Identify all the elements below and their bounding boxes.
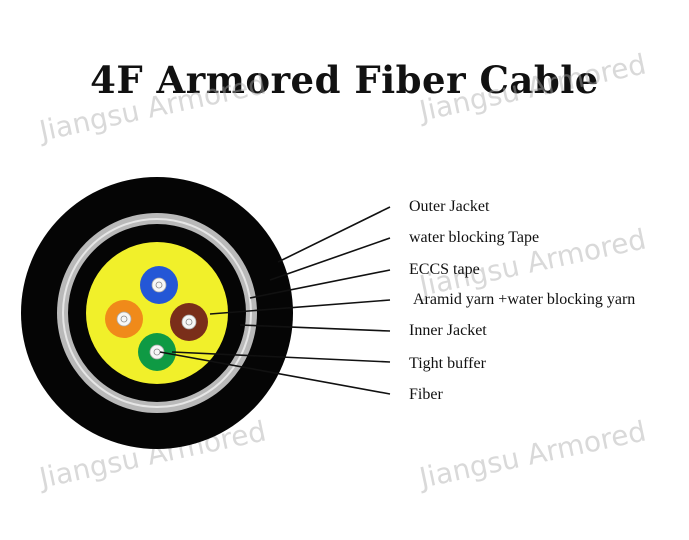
leader-line-water-blocking-tape <box>269 237 391 281</box>
fiber-brown <box>170 303 208 341</box>
label-fiber: Fiber <box>409 386 443 403</box>
label-tight-buffer: Tight buffer <box>409 355 486 372</box>
label-inner-jacket: Inner Jacket <box>409 322 487 339</box>
leader-line-outer-jacket <box>277 206 391 263</box>
aramid-yarn-core <box>86 242 228 384</box>
label-aramid-yarn: Aramid yarn +water blocking yarn <box>413 291 636 308</box>
fiber-green <box>138 333 176 371</box>
label-eccs-tape: ECCS tape <box>409 261 480 278</box>
leader-line-inner-jacket <box>239 324 391 332</box>
leader-line-fiber <box>159 351 391 395</box>
leader-line-eccs-tape <box>249 269 391 299</box>
diagram-title: 4F Armored Fiber Cable <box>90 58 599 102</box>
leader-line-tight-buffer <box>171 351 391 363</box>
fiber-orange <box>105 300 143 338</box>
label-water-blocking-tape: water blocking Tape <box>409 229 540 246</box>
label-outer-jacket: Outer Jacket <box>409 198 490 215</box>
eccs-tape-line <box>62 218 252 408</box>
fiber-blue <box>140 266 178 304</box>
leader-line-aramid-yarn <box>209 299 391 315</box>
